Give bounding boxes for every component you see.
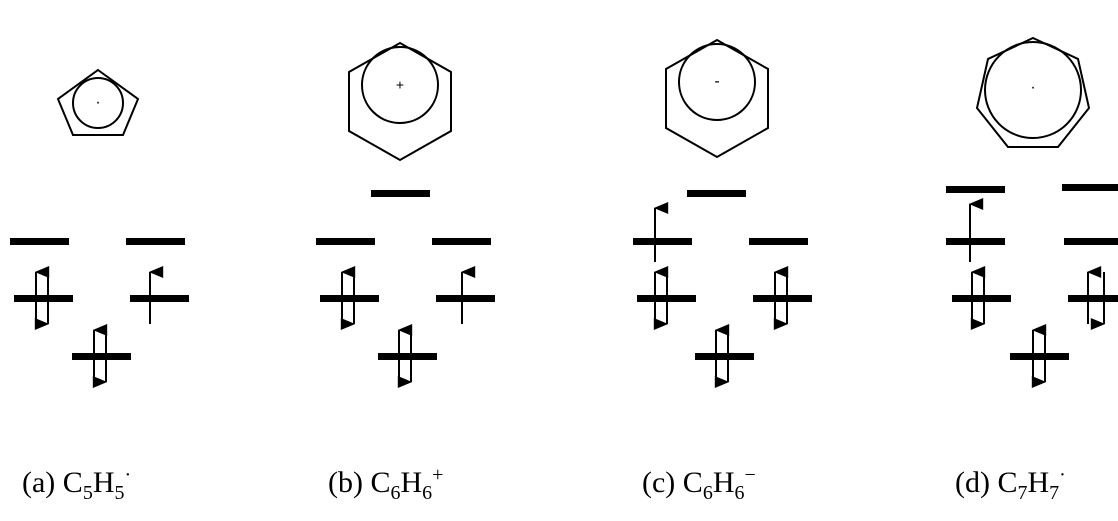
caption-d: (d) C7H7·	[955, 464, 1066, 503]
electrons-a	[34, 266, 164, 388]
energy-levels-c	[633, 190, 812, 360]
ring-heptagon: ·	[975, 36, 1091, 148]
carbon-symbol: C	[997, 466, 1018, 499]
caption-formula: C6H6+	[370, 464, 444, 503]
level-top-right	[126, 238, 185, 245]
level-mid-right	[753, 295, 812, 302]
ring-charge-a: ·	[95, 94, 100, 111]
caption-a: (a) C5H5·	[22, 464, 132, 503]
level-highest-left	[946, 186, 1005, 193]
carbon-symbol: C	[370, 466, 391, 499]
carbon-count: 6	[702, 482, 713, 504]
level-mid-right	[130, 295, 189, 302]
ring-charge-b: +	[396, 77, 404, 93]
level-bottom	[378, 353, 437, 360]
caption-label: (c)	[642, 466, 676, 499]
panel-b: +	[316, 41, 495, 388]
level-top-left	[316, 238, 375, 245]
ring-pentagon: ·	[56, 68, 140, 136]
caption-formula: C7H7·	[997, 464, 1066, 503]
panel-a: ·	[10, 68, 189, 388]
panel-c: -	[633, 38, 812, 388]
energy-levels-a	[10, 238, 189, 360]
level-top-right	[1064, 238, 1118, 245]
hydrogen-symbol: H	[400, 466, 423, 499]
electrons-d	[968, 198, 1106, 388]
level-top-right	[749, 238, 808, 245]
electrons-c	[653, 202, 789, 388]
carbon-count: 5	[82, 482, 93, 504]
level-mid-left	[952, 295, 1011, 302]
level-bottom	[1010, 353, 1069, 360]
caption-formula: C5H5·	[62, 464, 132, 503]
level-top-right	[432, 238, 491, 245]
carbon-count: 6	[390, 482, 401, 504]
level-top-left	[633, 238, 692, 245]
ring-charge-c: -	[714, 73, 719, 90]
charge-marker: −	[744, 464, 756, 486]
level-mid-right	[436, 295, 495, 302]
energy-levels-b	[316, 190, 495, 360]
level-highest	[371, 190, 430, 197]
caption-label: (d)	[955, 466, 990, 499]
charge-marker: ·	[124, 464, 132, 486]
caption-b: (b) C6H6+	[328, 464, 444, 503]
level-bottom	[695, 353, 754, 360]
hydrogen-symbol: H	[1027, 466, 1050, 499]
hydrogen-symbol: H	[92, 466, 115, 499]
hydrogen-count: 6	[422, 482, 433, 504]
hydrogen-count: 5	[114, 482, 125, 504]
ring-charge-d: ·	[1030, 79, 1035, 96]
caption-label: (b)	[328, 466, 363, 499]
charge-marker: +	[432, 464, 444, 486]
hydrogen-symbol: H	[712, 466, 735, 499]
level-bottom	[72, 353, 131, 360]
ring-hexagon: -	[665, 38, 769, 159]
level-mid-right	[1068, 295, 1118, 302]
energy-levels-d	[946, 184, 1118, 360]
level-top-left	[946, 238, 1005, 245]
level-highest	[687, 190, 746, 197]
caption-c: (c) C6H6−	[642, 464, 756, 503]
level-mid-left	[320, 295, 379, 302]
electrons-b	[340, 266, 476, 388]
carbon-symbol: C	[62, 466, 83, 499]
ring-hexagon: +	[348, 41, 452, 162]
level-mid-left	[14, 295, 73, 302]
charge-marker: ·	[1059, 464, 1066, 486]
panel-d: ·	[946, 36, 1118, 388]
carbon-symbol: C	[682, 466, 703, 499]
caption-label: (a)	[22, 466, 56, 499]
hydrogen-count: 6	[734, 482, 745, 504]
level-highest-right	[1062, 184, 1118, 191]
caption-formula: C6H6−	[682, 464, 756, 503]
carbon-count: 7	[1017, 482, 1028, 504]
level-top-left	[10, 238, 69, 245]
hydrogen-count: 7	[1049, 482, 1060, 504]
